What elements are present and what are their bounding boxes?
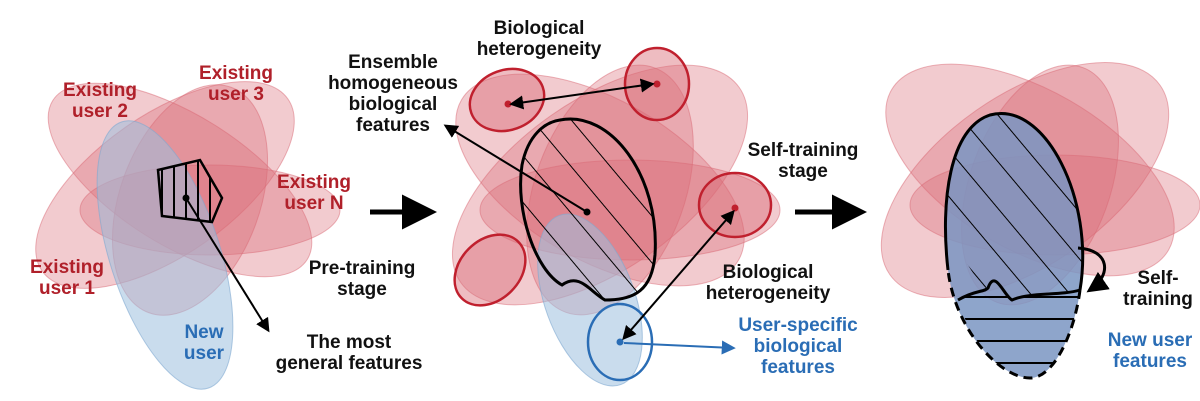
panel-1-general-arrow (185, 197, 270, 333)
panel-2-ensemble-arrow (443, 124, 588, 213)
panel-2-user-specific-arrow (623, 340, 736, 355)
label-self-training: Self-training (1123, 268, 1193, 310)
panel-2-heterogeneity-arrow-top (509, 78, 655, 110)
panel-1-general-features-polygon (156, 158, 224, 224)
panel-1-new-user-region (96, 120, 234, 390)
panel-2-bio-circle-4 (453, 233, 527, 307)
panel-2-user-specific-circle (586, 302, 654, 382)
panel-2-heterogeneity-arrow-bottom (622, 209, 735, 341)
curved-arrow-icon (1077, 246, 1110, 293)
